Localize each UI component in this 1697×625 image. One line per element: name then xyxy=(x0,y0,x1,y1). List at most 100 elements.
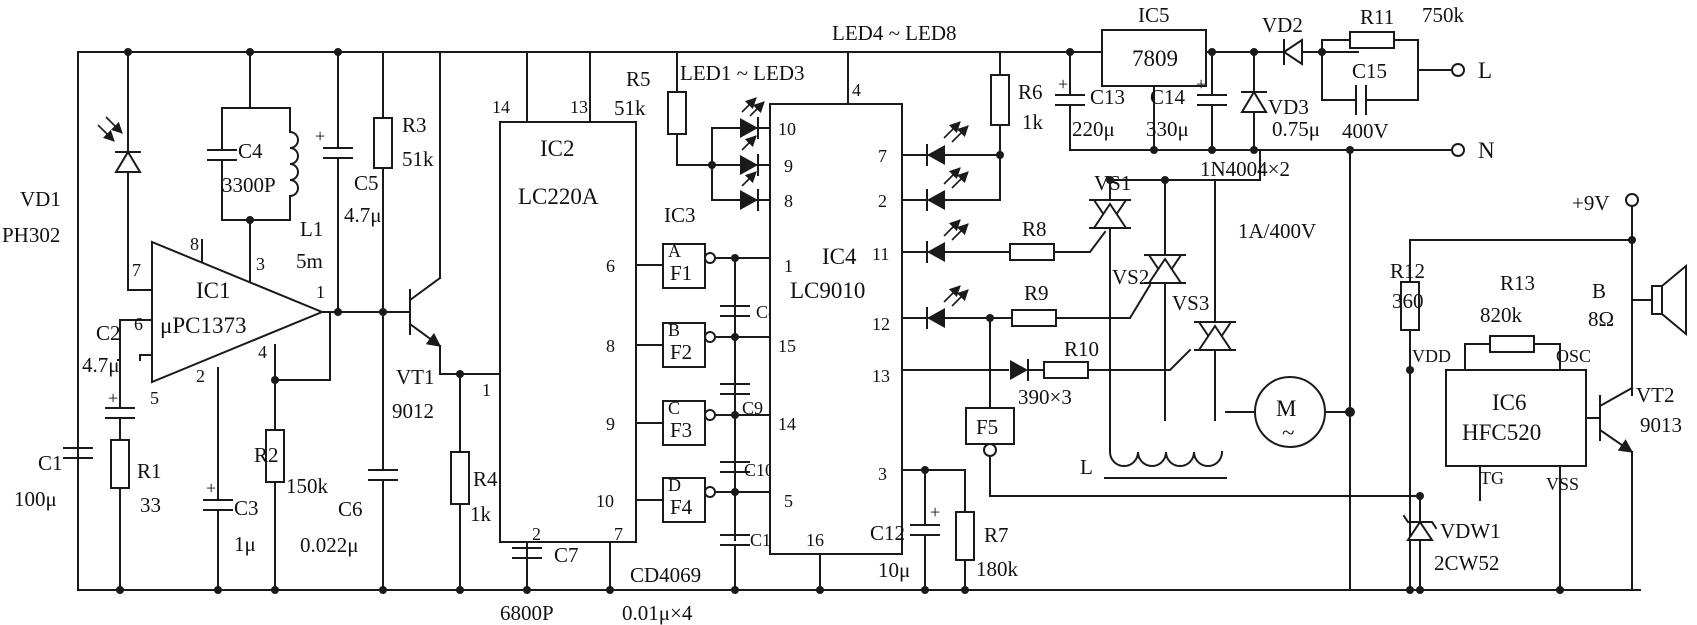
ic1-pin1: 1 xyxy=(316,282,325,302)
ic2-chip xyxy=(499,51,664,591)
c14-label: C14 xyxy=(1150,85,1186,109)
r12-label: R12 xyxy=(1390,259,1425,283)
transistor-vt2 xyxy=(1598,386,1634,591)
c6-value: 0.022μ xyxy=(300,533,359,557)
vs2-label: VS2 xyxy=(1112,265,1149,289)
vplus-label: +9V xyxy=(1572,191,1610,215)
vt1-label: VT1 xyxy=(396,365,435,389)
resistor-r8 xyxy=(1004,230,1107,261)
r10-value: 390×3 xyxy=(1018,385,1072,409)
capacitor-c3: + xyxy=(203,379,233,591)
vd3-label: VD3 xyxy=(1268,95,1309,119)
c7-value: 6800P xyxy=(500,601,554,625)
junction-dots xyxy=(116,48,1636,594)
ic4-pin11: 11 xyxy=(872,244,889,264)
motor-ac: ~ xyxy=(1282,420,1294,445)
c14-value: 330μ xyxy=(1146,117,1189,141)
ic1-pin8: 8 xyxy=(190,234,199,254)
vt2-value: 9013 xyxy=(1640,413,1682,437)
ic1-pin2: 2 xyxy=(196,366,205,386)
motor-coil xyxy=(1104,419,1227,479)
tg-label: TG xyxy=(1480,468,1504,488)
r8-label: R8 xyxy=(1022,217,1047,241)
r3-label: R3 xyxy=(402,113,427,137)
motor-m xyxy=(1225,376,1355,448)
c12-value: 10μ xyxy=(878,558,910,582)
capacitor-c13: + xyxy=(1055,51,1085,151)
ic4-pin13: 13 xyxy=(872,366,890,386)
capacitor-c15 xyxy=(1321,63,1465,115)
vdd-label: VDD xyxy=(1412,346,1451,366)
svg-text:+: + xyxy=(1058,74,1068,94)
ic1-label: IC1 xyxy=(196,278,231,303)
vd3-value: 0.75μ xyxy=(1272,117,1320,141)
ic4-label: IC4 xyxy=(822,244,857,269)
ic4-pin12: 12 xyxy=(872,314,890,334)
ic2-pin14: 14 xyxy=(492,97,510,117)
ic1-pin5: 5 xyxy=(150,388,159,408)
r10-label: R10 xyxy=(1064,337,1099,361)
speaker-label: B xyxy=(1592,279,1606,303)
ic2-pin2: 2 xyxy=(532,524,541,544)
vt1-value: 9012 xyxy=(392,399,434,423)
diode-vd3 xyxy=(1240,51,1268,151)
r1-label: R1 xyxy=(137,459,162,483)
ic1-pin3: 3 xyxy=(256,254,265,274)
vd1-value: PH302 xyxy=(2,223,60,247)
r11-value: 750k xyxy=(1422,3,1465,27)
svg-text:+: + xyxy=(315,126,325,146)
c1-label: C1 xyxy=(38,451,63,475)
ic4-pin5: 5 xyxy=(784,491,793,511)
ic4-pin14: 14 xyxy=(778,414,796,434)
ic4-pin3: 3 xyxy=(878,464,887,484)
c15-label: C15 xyxy=(1352,59,1387,83)
l1-label: L1 xyxy=(300,217,323,241)
r3-value: 51k xyxy=(402,147,434,171)
resistor-r12 xyxy=(1400,239,1420,591)
gate-f5 xyxy=(965,317,1421,497)
capacitor-c1 xyxy=(63,429,93,459)
r13-value: 820k xyxy=(1480,303,1523,327)
c2-value: 4.7μ xyxy=(82,353,120,377)
led4-8-group xyxy=(901,121,1013,329)
resistor-r9 xyxy=(1011,283,1152,327)
resistor-r2 xyxy=(265,311,331,591)
amplifier-ic1 xyxy=(127,219,384,384)
c7-label: C7 xyxy=(554,543,579,567)
f5-label: F5 xyxy=(976,415,998,439)
cd4069-label: CD4069 xyxy=(630,563,701,587)
inverter-gates xyxy=(662,243,771,591)
r7-label: R7 xyxy=(984,523,1009,547)
r4-label: R4 xyxy=(473,467,498,491)
lc-tank xyxy=(207,51,299,221)
diode-vd2 xyxy=(1282,38,1323,66)
osc-label: OSC xyxy=(1556,346,1591,366)
gate-d-label: D xyxy=(668,475,681,495)
speaker-b xyxy=(1631,263,1687,337)
regulator-ic5 xyxy=(1101,29,1207,151)
gate-c-label: C xyxy=(668,398,680,418)
ic1-pin6: 6 xyxy=(134,314,143,334)
resistor-r4 xyxy=(450,373,470,591)
r13-label: R13 xyxy=(1500,271,1535,295)
ic4-pin7: 7 xyxy=(878,146,887,166)
vs1-label: VS1 xyxy=(1094,171,1131,195)
caps-note: 0.01μ×4 xyxy=(622,601,693,625)
capacitor-c7 xyxy=(512,547,542,591)
r1-value: 33 xyxy=(140,493,161,517)
led4-8-label: LED4 ~ LED8 xyxy=(832,21,957,45)
triac-value: 1A/400V xyxy=(1238,219,1316,243)
terminal-l: L xyxy=(1478,58,1492,83)
ic4-value: LC9010 xyxy=(790,278,865,303)
ic2-label: IC2 xyxy=(540,136,575,161)
c10-label: C10 xyxy=(744,460,774,480)
svg-text:+: + xyxy=(206,478,216,498)
c5-value: 4.7μ xyxy=(344,203,382,227)
f4-label: F4 xyxy=(670,495,693,519)
ic2-pin10: 10 xyxy=(596,491,614,511)
ic1-pin7: 7 xyxy=(132,260,141,280)
c13-value: 220μ xyxy=(1072,117,1115,141)
c5-label: C5 xyxy=(354,171,379,195)
gate-b-label: B xyxy=(668,320,680,340)
